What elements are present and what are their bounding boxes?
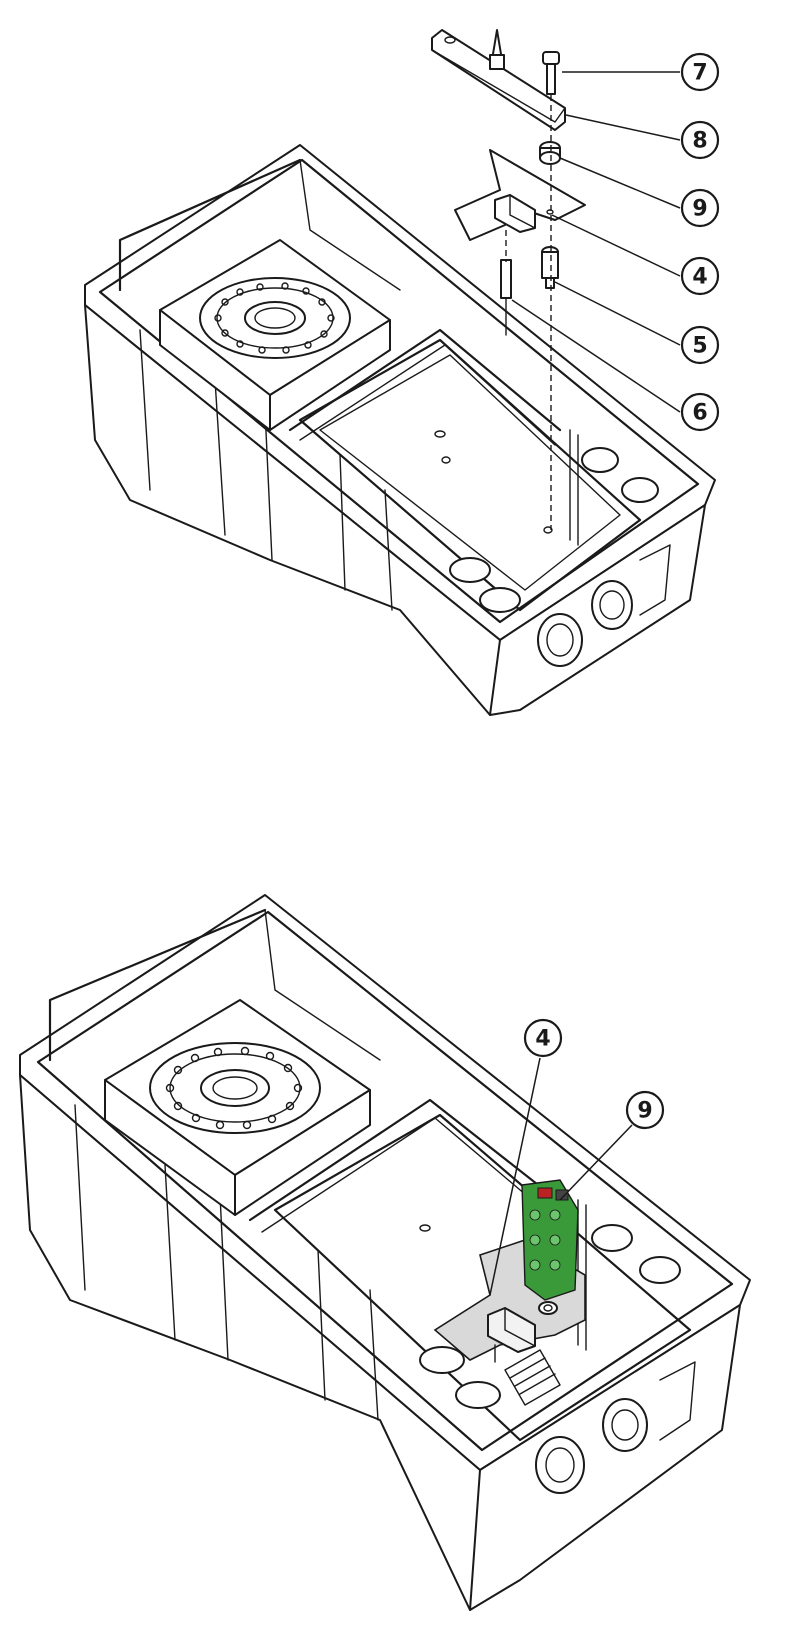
exploded-parts (431, 29, 586, 530)
callout-6: 6 (680, 392, 720, 432)
turntable-holes (214, 282, 335, 354)
callout-9: 9 (680, 188, 720, 228)
turntable-holes (165, 1046, 303, 1130)
callout-9-bottom: 9 (625, 1090, 665, 1130)
cable-gland (537, 613, 583, 667)
nut (539, 151, 561, 165)
callout-7: 7 (680, 52, 720, 92)
cable-gland (602, 1398, 648, 1452)
callout-5: 5 (680, 325, 720, 365)
svg-text:7: 7 (692, 61, 707, 86)
svg-text:8: 8 (692, 129, 707, 154)
housing-rim-inner (98, 158, 700, 624)
leader-lines-top (511, 71, 681, 413)
screw-head (542, 51, 560, 65)
circuit-board (454, 149, 586, 241)
screw-shaft (546, 63, 556, 95)
pin (500, 259, 512, 299)
cable-gland (591, 580, 633, 630)
svg-text:4: 4 (535, 1027, 550, 1052)
standoff (545, 277, 555, 289)
svg-text:4: 4 (692, 265, 707, 290)
svg-text:6: 6 (692, 401, 707, 426)
svg-text:5: 5 (692, 334, 707, 359)
housing-top (84, 144, 716, 716)
svg-text:9: 9 (637, 1099, 652, 1124)
svg-text:9: 9 (692, 197, 707, 222)
housing-floor (298, 338, 642, 612)
callout-4-bottom: 4 (523, 1018, 563, 1058)
housing-bottom (19, 894, 751, 1611)
figure-bottom-assembled-view: 4 9 (19, 894, 751, 1611)
callout-4: 4 (680, 256, 720, 296)
figure-top-exploded-view: 7 8 9 4 5 6 (84, 29, 720, 716)
cable-gland (535, 1436, 585, 1494)
nut (538, 1301, 558, 1315)
callout-8: 8 (680, 120, 720, 160)
installed-board (433, 1179, 586, 1406)
housing-side-wall (469, 1304, 741, 1611)
leader-lines-bottom (489, 1057, 633, 1296)
